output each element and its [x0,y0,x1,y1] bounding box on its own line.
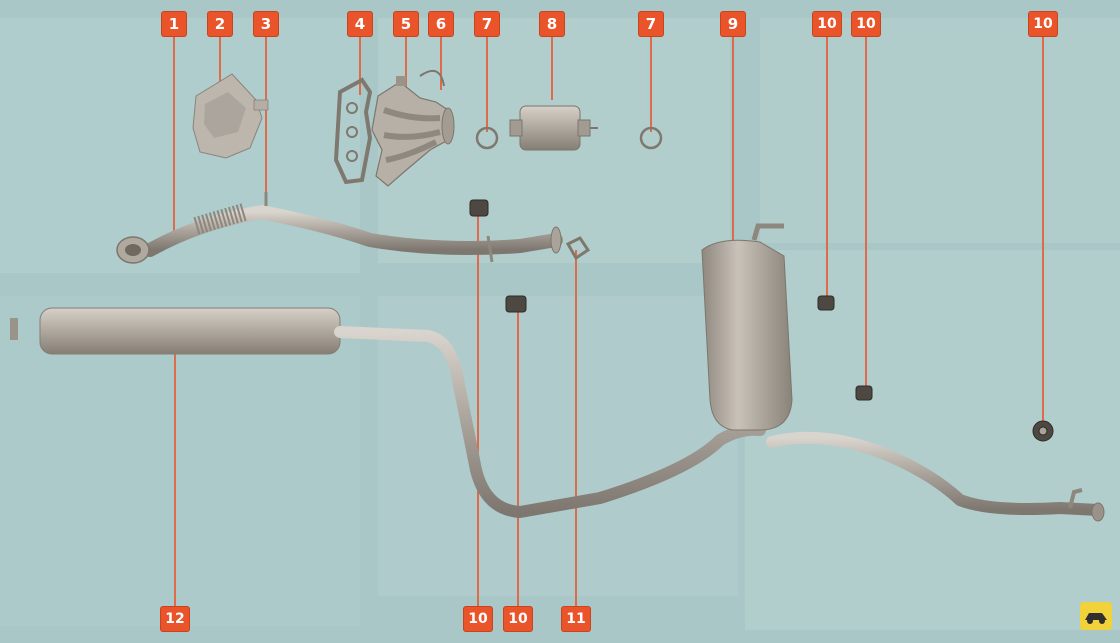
callout-8: 8 [540,12,564,36]
callout-10-bottom-b: 10 [504,607,532,631]
callout-10-bottom-a: 10 [464,607,492,631]
sealing-ring-left [475,126,499,150]
resonator-assembly [10,307,766,519]
flange-gasket [565,236,591,261]
exhaust-manifold [371,69,455,187]
callout-10-top-b: 10 [852,12,880,36]
callout-4: 4 [348,12,372,36]
car-logo-icon [1080,602,1112,630]
callout-2: 2 [208,12,232,36]
front-exhaust-pipe [116,192,563,264]
callout-10-top-c: 10 [1029,12,1057,36]
callout-10-top-a: 10 [813,12,841,36]
callout-7-right: 7 [639,12,663,36]
leader-lines [173,34,1044,607]
callout-9: 9 [721,12,745,36]
callout-6: 6 [429,12,453,36]
catalytic-converter [509,105,598,151]
callout-3: 3 [254,12,278,36]
callout-12: 12 [161,607,189,631]
callout-11: 11 [562,607,590,631]
sealing-ring-right [639,126,663,150]
callout-1: 1 [162,12,186,36]
rear-muffler [701,223,1105,522]
callout-7-left: 7 [475,12,499,36]
rubber-hangers [469,199,1054,442]
callout-5: 5 [394,12,418,36]
heat-shield [192,73,269,159]
manifold-gasket [333,77,373,185]
